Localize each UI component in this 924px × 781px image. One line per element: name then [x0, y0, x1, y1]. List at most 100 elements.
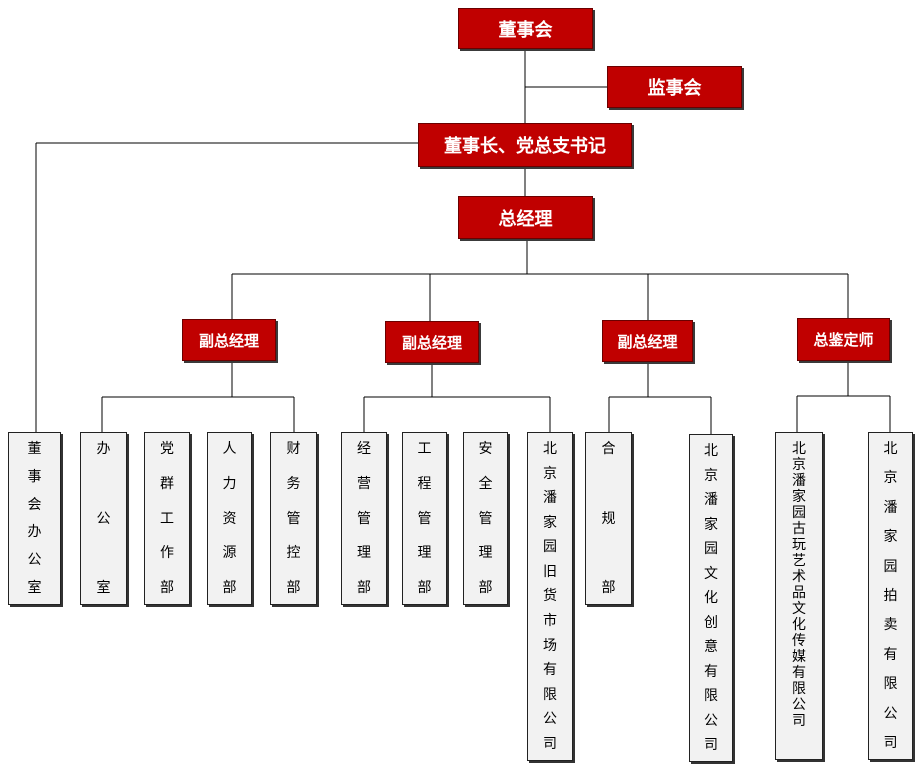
- dept-char: 公: [96, 510, 111, 527]
- dept-office: 办公室: [80, 432, 127, 605]
- dept-char: 公: [27, 552, 42, 569]
- dept-char: 创: [704, 614, 718, 631]
- dept-char: 工: [160, 510, 174, 527]
- dept-char: 管: [417, 510, 432, 527]
- dept-char: 北: [883, 441, 898, 457]
- dept-char: 部: [478, 580, 493, 596]
- dept-char: 作: [160, 545, 174, 562]
- chairman-label: 董事长、党总支书记: [444, 136, 606, 157]
- dept-party: 党群工作部: [144, 432, 190, 605]
- dept-char: 京: [543, 465, 557, 482]
- dept-char: 理: [478, 545, 493, 562]
- supervisors-node: 监事会: [607, 66, 742, 108]
- dept-char: 司: [792, 713, 806, 729]
- dept-char: 部: [357, 580, 371, 596]
- dept-char: 媒: [792, 649, 806, 665]
- dept-char: 园: [792, 505, 806, 521]
- dept-char: 部: [222, 580, 237, 596]
- dept-antique-company-label: 北京潘家园古玩艺术品文化传媒有限公司: [776, 441, 822, 751]
- dept-safety: 安全管理部: [463, 432, 508, 605]
- dept-char: 理: [357, 545, 371, 562]
- dept-market-company-label: 北京潘家园旧货市场有限公司: [528, 441, 572, 752]
- dept-char: 管: [286, 510, 301, 527]
- dept-char: 货: [543, 588, 557, 605]
- dept-char: 财: [286, 441, 301, 457]
- dept-char: 公: [543, 711, 557, 728]
- dept-char: 工: [417, 441, 432, 457]
- dept-char: 有: [883, 646, 898, 663]
- dept-char: 园: [704, 541, 718, 557]
- vice-manager-node-1: 副总经理: [182, 319, 276, 361]
- dept-hr: 人力资源部: [207, 432, 252, 605]
- dept-char: 司: [543, 735, 557, 752]
- dept-char: 群: [160, 475, 174, 492]
- dept-char: 公: [704, 712, 718, 729]
- dept-char: 公: [792, 697, 806, 713]
- dept-auction-company-label: 北京潘家园拍卖有限公司: [869, 441, 912, 751]
- dept-char: 玩: [792, 537, 806, 553]
- dept-char: 拍: [883, 587, 898, 604]
- dept-char: 源: [222, 545, 237, 562]
- dept-char: 家: [543, 514, 557, 531]
- dept-char: 董: [27, 441, 42, 457]
- dept-char: 限: [792, 681, 806, 697]
- dept-char: 部: [417, 580, 432, 596]
- dept-char: 党: [160, 441, 174, 457]
- dept-char: 室: [27, 579, 42, 596]
- dept-char: 会: [27, 496, 42, 513]
- dept-char: 限: [704, 688, 718, 704]
- dept-char: 务: [286, 475, 301, 492]
- dept-char: 管: [478, 510, 493, 527]
- dept-char: 潘: [883, 499, 898, 516]
- dept-char: 北: [704, 443, 718, 459]
- chairman-node: 董事长、党总支书记: [418, 123, 632, 167]
- dept-char: 场: [543, 637, 557, 654]
- dept-finance: 财务管控部: [270, 432, 317, 605]
- dept-char: 潘: [704, 492, 718, 508]
- dept-char: 旧: [543, 563, 557, 580]
- board-label: 董事会: [498, 19, 553, 41]
- dept-office-label: 办公室: [81, 441, 126, 596]
- dept-char: 古: [792, 521, 806, 537]
- dept-char: 理: [417, 545, 432, 562]
- dept-char: 全: [478, 475, 493, 492]
- dept-party-label: 党群工作部: [145, 441, 189, 596]
- dept-char: 合: [601, 441, 616, 457]
- dept-char: 潘: [543, 490, 557, 507]
- dept-char: 北: [792, 441, 806, 457]
- dept-char: 部: [286, 580, 301, 596]
- dept-char: 文: [792, 601, 806, 617]
- dept-char: 园: [543, 539, 557, 556]
- board-node: 董事会: [458, 8, 593, 49]
- dept-char: 家: [704, 516, 718, 533]
- dept-char: 北: [543, 441, 557, 457]
- dept-char: 部: [601, 580, 616, 596]
- dept-auction-company: 北京潘家园拍卖有限公司: [868, 432, 913, 760]
- dept-char: 有: [543, 662, 557, 679]
- chief-appraiser-node: 总鉴定师: [797, 318, 890, 361]
- dept-char: 办: [27, 524, 42, 541]
- dept-culture-company: 北京潘家园文化创意有限公司: [689, 434, 733, 762]
- dept-char: 意: [704, 639, 718, 655]
- dept-char: 程: [417, 475, 432, 492]
- dept-finance-label: 财务管控部: [271, 441, 316, 596]
- dept-char: 安: [478, 441, 493, 457]
- dept-char: 司: [883, 734, 898, 751]
- dept-board-office-label: 董事会办公室: [9, 441, 60, 596]
- supervisors-label: 监事会: [647, 78, 702, 99]
- vice-manager-label-3: 副总经理: [617, 332, 678, 351]
- dept-char: 资: [222, 510, 237, 527]
- dept-char: 有: [704, 663, 718, 680]
- dept-char: 室: [96, 580, 111, 596]
- dept-antique-company: 北京潘家园古玩艺术品文化传媒有限公司: [775, 432, 823, 760]
- dept-char: 人: [222, 441, 237, 457]
- dept-char: 限: [883, 676, 898, 693]
- dept-char: 经: [357, 441, 371, 457]
- dept-market-company: 北京潘家园旧货市场有限公司: [527, 432, 573, 761]
- vice-manager-label-1: 副总经理: [198, 331, 259, 350]
- dept-char: 控: [286, 545, 301, 562]
- dept-hr-label: 人力资源部: [208, 441, 251, 596]
- dept-char: 文: [704, 565, 718, 582]
